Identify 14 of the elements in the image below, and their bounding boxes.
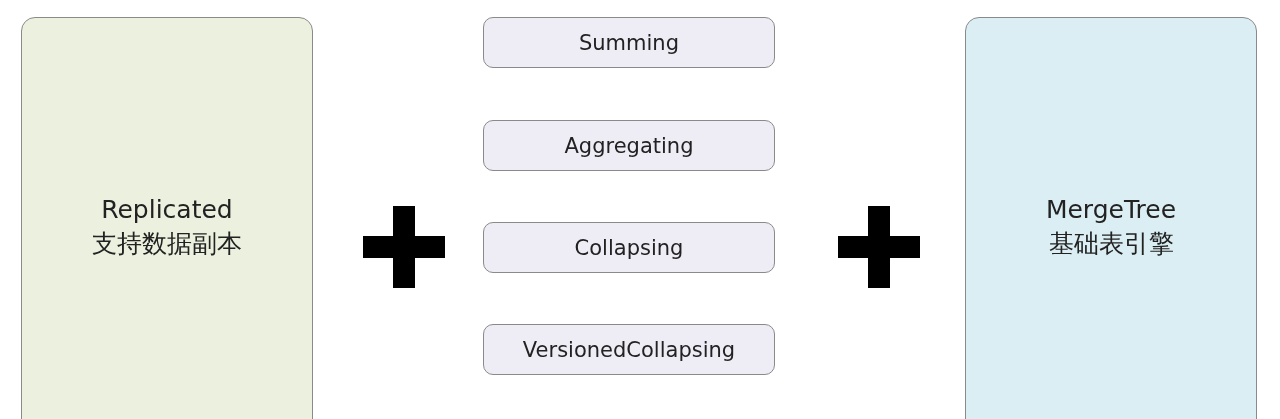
box-label: Collapsing (574, 235, 684, 260)
box-label: VersionedCollapsing (522, 337, 736, 362)
process-box (483, 17, 775, 68)
box-label: MergeTree (1045, 194, 1177, 226)
panel-box (965, 17, 1257, 419)
box-label: 基础表引擎 (1048, 228, 1174, 260)
process-box (483, 222, 775, 273)
box-label: Summing (579, 30, 679, 55)
panel-box (21, 17, 313, 419)
box-label: Aggregating (564, 133, 694, 158)
box-label: Replicated (101, 194, 233, 226)
process-box (483, 120, 775, 171)
box-label: 支持数据副本 (92, 228, 242, 260)
process-box (483, 324, 775, 375)
